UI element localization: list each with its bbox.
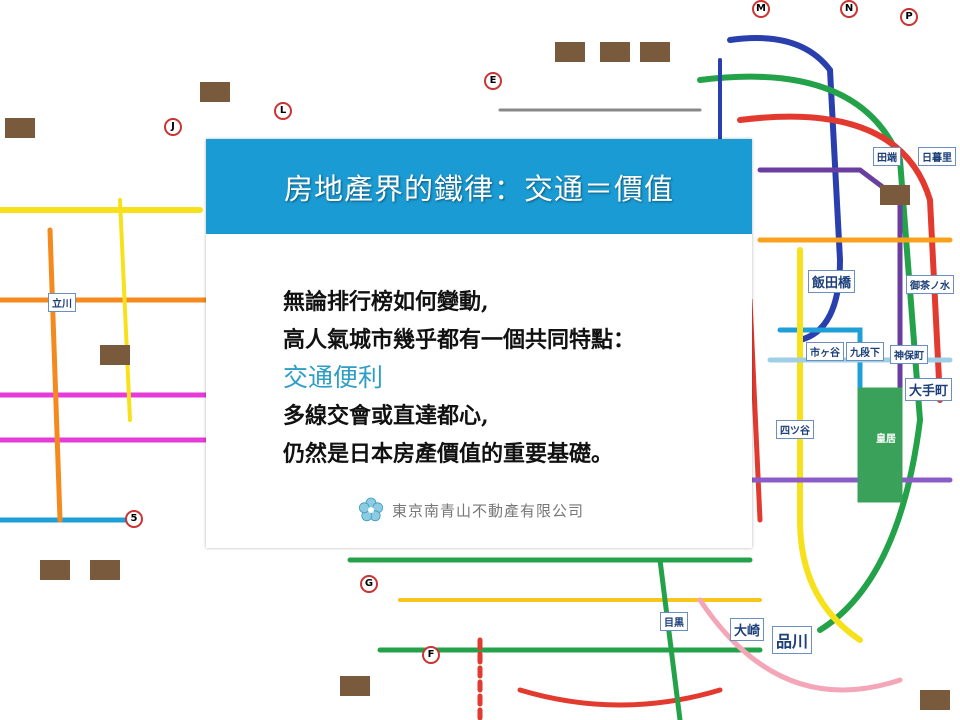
station-tabata: 田端	[873, 147, 901, 166]
station-otemachi: 大手町	[905, 378, 953, 401]
station-nippori: 日暮里	[918, 147, 956, 166]
line-badge-f: F	[422, 646, 440, 664]
body-line: 多線交會或直達都心,	[283, 403, 489, 429]
station-osaki: 大崎	[730, 618, 765, 641]
line-badge-g: G	[360, 575, 378, 593]
line-badge-l: L	[274, 102, 292, 120]
station-tachikawa: 立川	[48, 293, 76, 312]
body-line: 仍然是日本房產價值的重要基礎。	[283, 441, 614, 467]
station-kudanshita: 九段下	[846, 342, 884, 361]
line-badge-e: E	[484, 72, 502, 90]
slide-title: 房地產界的鐵律：交通＝價值	[283, 171, 674, 206]
station-ochanomizu: 御茶ノ水	[906, 275, 954, 294]
line-badge-m: M	[752, 0, 770, 18]
station-yotsuya: 四ツ谷	[776, 420, 814, 439]
body-line: 無論排行榜如何變動,	[283, 289, 489, 315]
station-iidabashi: 飯田橋	[808, 270, 856, 293]
highlight-line: 交通便利	[283, 363, 384, 392]
line-badge-p: P	[900, 8, 918, 26]
line-badge-n: N	[840, 0, 858, 18]
station-kokyo: 皇居	[872, 428, 900, 447]
station-jimbocho: 神保町	[890, 345, 928, 364]
slide-card: 房地產界的鐵律：交通＝價值 無論排行榜如何變動, 高人氣城市幾乎都有一個共同特點…	[206, 139, 752, 548]
company-logo: 東京南青山不動產有限公司	[358, 497, 584, 523]
station-ichigaya: 市ヶ谷	[806, 342, 844, 361]
line-badge-j: J	[164, 118, 182, 136]
slide-body: 無論排行榜如何變動, 高人氣城市幾乎都有一個共同特點： 交通便利 多線交會或直達…	[283, 283, 635, 473]
flower-logo-icon	[358, 497, 384, 522]
line-badge-5: 5	[125, 510, 143, 528]
card-header: 房地產界的鐵律：交通＝價值	[206, 139, 752, 234]
station-shinagawa: 品川	[772, 626, 813, 654]
company-name: 東京南青山不動產有限公司	[392, 501, 585, 520]
station-meguro: 目黒	[660, 612, 688, 631]
body-line: 高人氣城市幾乎都有一個共同特點：	[283, 327, 636, 353]
